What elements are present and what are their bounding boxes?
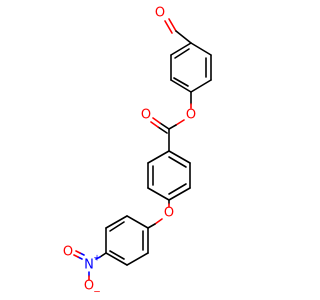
aldehyde-c-o-bond <box>168 18 177 32</box>
ester-oxygen-label: O <box>186 108 196 123</box>
ring-bond <box>168 150 191 164</box>
aldehyde-group <box>164 18 192 44</box>
ring-bond <box>170 42 192 56</box>
ring-bond <box>105 215 128 229</box>
n-o-double-bond-red <box>73 254 79 258</box>
molecule-canvas: O O O O N + O O − <box>62 5 212 298</box>
ring-bond <box>190 79 212 93</box>
ring-to-n-bond-blue <box>95 256 101 260</box>
carbonyl-c-o-bond-red <box>152 117 161 124</box>
ring-bond-inner <box>173 77 189 87</box>
nitro-oxygen-minus-label: O <box>84 279 94 294</box>
nitro-nitrogen-label: N <box>84 258 94 273</box>
carbonyl-oxygen-label: O <box>141 108 151 123</box>
ring-bond-inner <box>168 156 187 168</box>
nitro-oxygen-charge: − <box>93 288 101 298</box>
ring-bond <box>105 252 128 266</box>
ring-bond-inner <box>168 183 187 195</box>
molecule-structure: O O O O N + O O − <box>63 6 212 298</box>
aldehyde-oxygen-label: O <box>155 6 165 21</box>
ring-bond <box>168 187 191 201</box>
ring-bond <box>126 215 149 229</box>
ether-group <box>147 199 170 229</box>
nitro-group <box>73 250 107 281</box>
ester-group <box>150 91 192 152</box>
o-to-carbonyl-bond-black <box>168 124 177 130</box>
ring-bond <box>147 187 170 201</box>
bottom-benzene-ring <box>105 215 149 266</box>
ring-bond <box>190 42 212 56</box>
ether-to-ring-bond-red <box>154 218 163 225</box>
ether-oxygen-label: O <box>164 206 174 221</box>
ring-to-n-bond <box>99 252 107 258</box>
carbonyl-c-o-double <box>157 126 168 134</box>
n-o-double-bond-red-2 <box>75 250 81 254</box>
aldehyde-c-ring-bond <box>175 30 192 44</box>
aldehyde-c-o-bond-double <box>164 20 173 34</box>
ring-bond-inner <box>109 221 125 232</box>
middle-benzene-ring <box>147 150 191 201</box>
ring-bond <box>170 79 192 93</box>
top-benzene-ring <box>170 42 212 93</box>
carbonyl-c-o-double-red <box>150 121 159 128</box>
ring-bond-inner <box>109 250 125 260</box>
o-to-carbonyl-bond <box>175 119 185 126</box>
ring-bond <box>147 150 170 164</box>
ether-to-ring-bond <box>147 223 156 229</box>
ring-bond-inner <box>174 48 190 59</box>
nitro-oxygen-double-label: O <box>63 245 73 260</box>
ring-bond <box>126 252 149 266</box>
carbonyl-c-o-bond <box>159 122 170 130</box>
nitro-nitrogen-charge: + <box>93 254 101 264</box>
